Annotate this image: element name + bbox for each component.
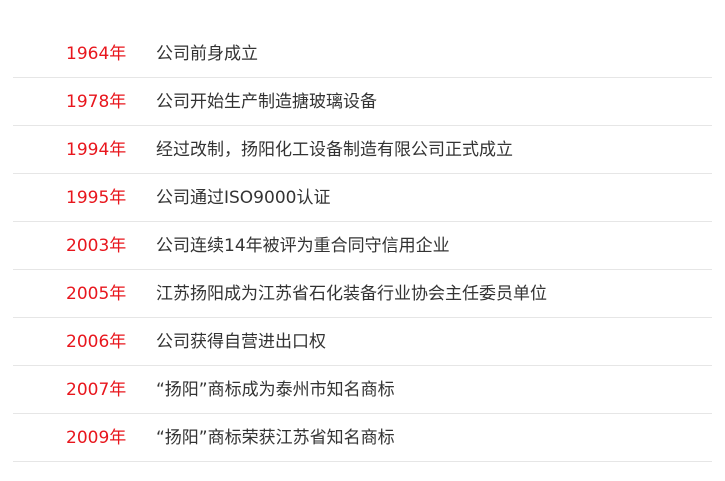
timeline-year: 1964年: [66, 44, 127, 64]
timeline-row: 1964年 公司前身成立: [13, 30, 712, 78]
timeline-year: 2003年: [66, 236, 127, 256]
timeline-row: 2009年 “扬阳”商标荣获江苏省知名商标: [13, 414, 712, 462]
timeline-event: 经过改制，扬阳化工设备制造有限公司正式成立: [156, 140, 513, 160]
timeline-year: 2007年: [66, 380, 127, 400]
timeline-row: 1978年 公司开始生产制造搪玻璃设备: [13, 78, 712, 126]
timeline-year: 1995年: [66, 188, 127, 208]
timeline-row: 1995年 公司通过ISO9000认证: [13, 174, 712, 222]
timeline-event: 江苏扬阳成为江苏省石化装备行业协会主任委员单位: [156, 284, 547, 304]
timeline-row: 2005年 江苏扬阳成为江苏省石化装备行业协会主任委员单位: [13, 270, 712, 318]
timeline-year: 2006年: [66, 332, 127, 352]
timeline-year: 1994年: [66, 140, 127, 160]
timeline-year: 2005年: [66, 284, 127, 304]
timeline-event: “扬阳”商标荣获江苏省知名商标: [156, 428, 395, 448]
timeline-row: 1994年 经过改制，扬阳化工设备制造有限公司正式成立: [13, 126, 712, 174]
timeline-year: 1978年: [66, 92, 127, 112]
timeline-event: “扬阳”商标成为泰州市知名商标: [156, 380, 395, 400]
timeline-event: 公司通过ISO9000认证: [156, 188, 331, 208]
timeline-row: 2003年 公司连续14年被评为重合同守信用企业: [13, 222, 712, 270]
timeline-event: 公司获得自营进出口权: [156, 332, 326, 352]
timeline-event: 公司前身成立: [156, 44, 258, 64]
timeline-year: 2009年: [66, 428, 127, 448]
timeline-event: 公司连续14年被评为重合同守信用企业: [156, 236, 450, 256]
timeline-row: 2007年 “扬阳”商标成为泰州市知名商标: [13, 366, 712, 414]
timeline-row: 2006年 公司获得自营进出口权: [13, 318, 712, 366]
timeline-event: 公司开始生产制造搪玻璃设备: [156, 92, 377, 112]
